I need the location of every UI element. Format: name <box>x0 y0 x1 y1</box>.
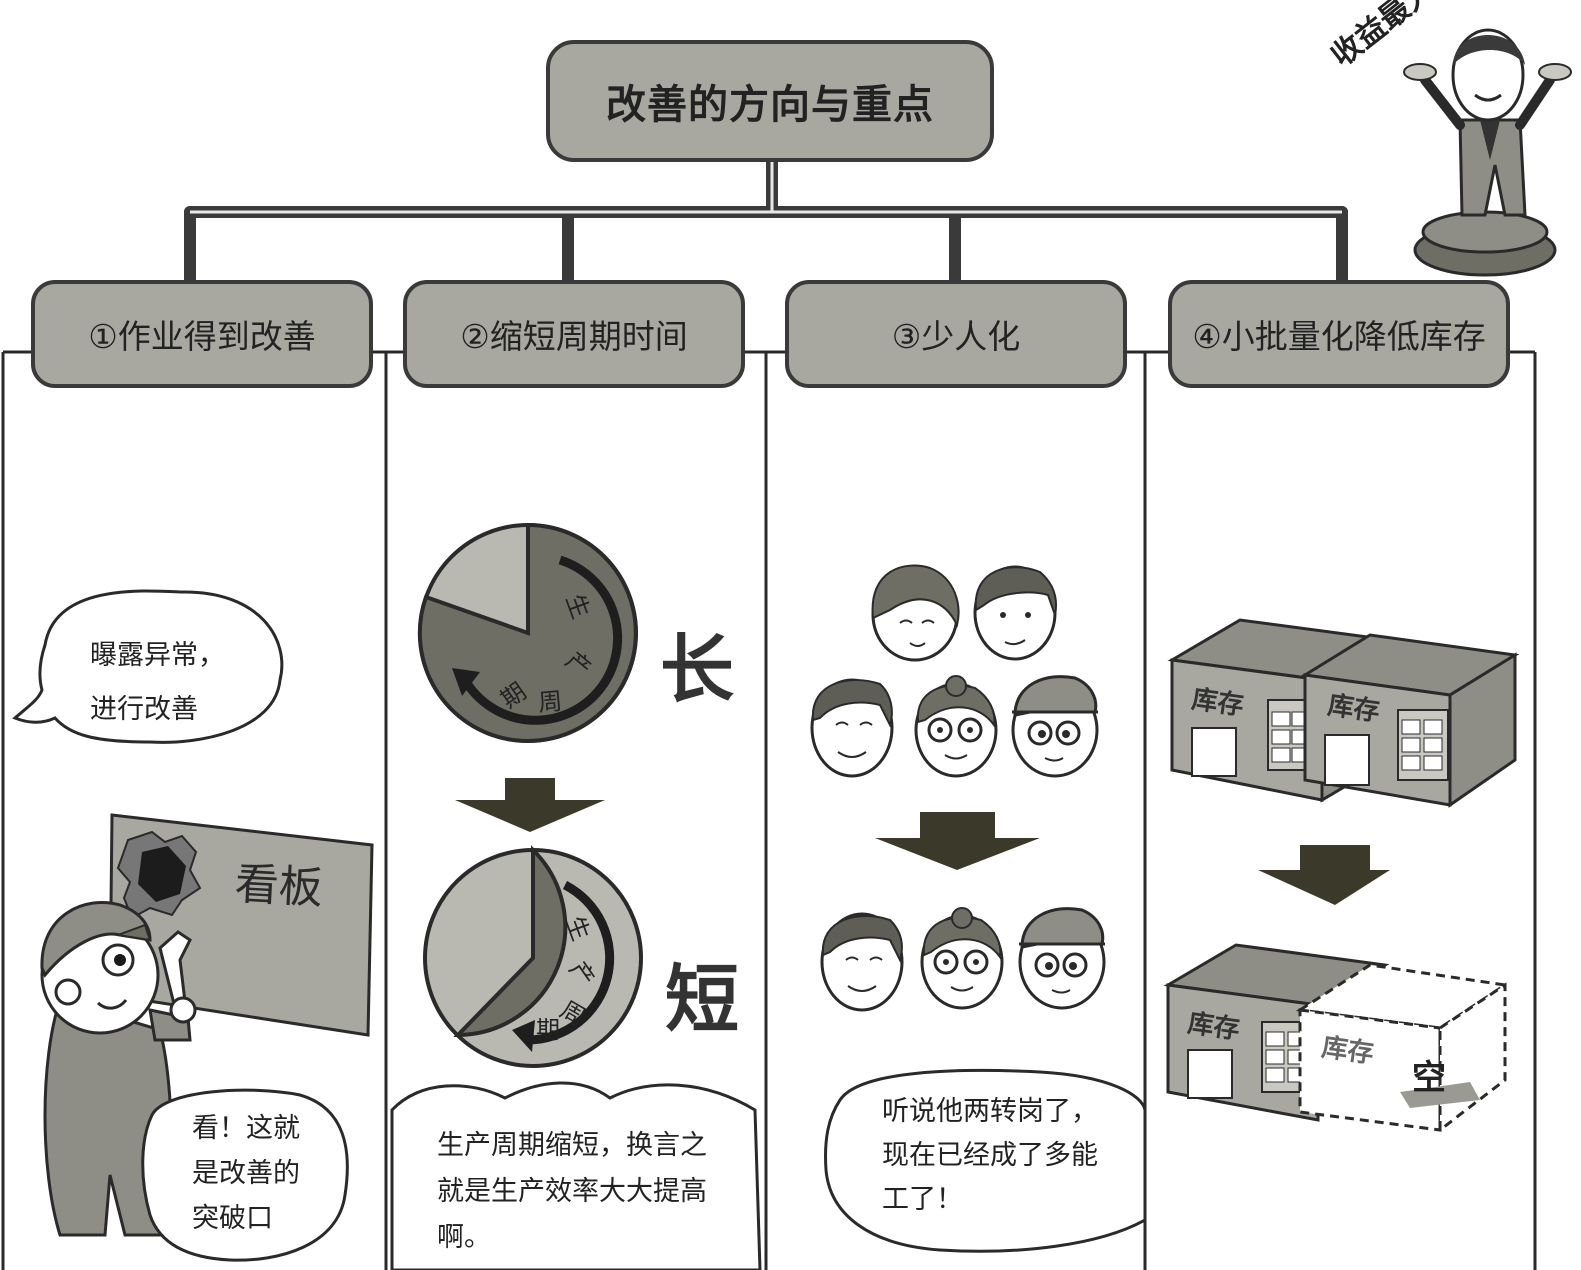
face-cap-icon <box>1011 675 1099 778</box>
category-shorten-cycle: ②缩短周期时间 <box>460 317 688 356</box>
cycle-pie-long <box>417 522 638 743</box>
bubble-bottom-line-1: 看！这就 <box>192 1113 300 1144</box>
warehouse-3-label: 库存 <box>1185 1008 1242 1046</box>
face-man1-icon <box>973 565 1058 661</box>
businessman-figure <box>1403 28 1572 277</box>
faces-before <box>810 564 1099 778</box>
face-glasses-after-icon <box>920 907 1004 1010</box>
face-woman-icon <box>871 564 960 662</box>
warehouse-1-label: 库存 <box>1189 684 1246 722</box>
panel2-caption-line-1: 生产周期缩短，换言之 <box>437 1130 707 1161</box>
title-box <box>546 40 994 162</box>
category-work-improvement: ①作业得到改善 <box>88 317 316 356</box>
kanban-board-label: 看板 <box>233 858 325 915</box>
panel2-caption-line-2: 就是生产效率大大提高 <box>437 1176 707 1207</box>
warehouse-full-2 <box>1300 633 1520 808</box>
down-arrow-panel3 <box>875 812 1040 870</box>
category-small-batch: ④小批量化降低库存 <box>1192 317 1486 356</box>
down-arrow-panel4 <box>1258 845 1390 905</box>
bubble-bottom-line-3: 突破口 <box>192 1203 273 1234</box>
label-long: 长 <box>660 627 734 713</box>
category-fewer-people: ③少人化 <box>891 317 1021 356</box>
face-man2-icon <box>810 678 894 778</box>
label-short: 短 <box>665 957 739 1043</box>
face-man2-after-icon <box>820 912 904 1012</box>
panel2-caption-line-3: 啊。 <box>437 1222 491 1253</box>
caption-cloud-panel2 <box>390 1081 762 1270</box>
faces-after <box>820 907 1106 1012</box>
warehouse-empty-label: 库存 <box>1319 1032 1376 1070</box>
category-boxes <box>31 280 1510 388</box>
bubble-bottom-line-2: 是改善的 <box>192 1158 300 1189</box>
empty-label: 空 <box>1412 1058 1446 1098</box>
panel3-caption-line-2: 现在已经成了多能 <box>882 1140 1098 1171</box>
bubble-top-line-2: 进行改善 <box>90 694 198 725</box>
page-title: 改善的方向与重点 <box>606 82 934 128</box>
panel3-caption-line-3: 工了！ <box>882 1184 963 1215</box>
warehouse-2-label: 库存 <box>1325 690 1382 728</box>
cycle-pie-short <box>423 845 643 1068</box>
speech-bubble-top <box>12 589 284 744</box>
down-arrow-panel2 <box>455 778 605 832</box>
face-glasses-icon <box>914 675 998 778</box>
panel3-caption-line-1: 听说他两转岗了， <box>882 1096 1098 1127</box>
speech-bubble-bottom <box>141 1088 349 1262</box>
face-cap-after-icon <box>1018 907 1106 1010</box>
cycle-short-char-4: 期 <box>536 1016 560 1044</box>
connector-lines <box>184 154 1348 288</box>
cycle-char-3: 周 <box>537 686 564 717</box>
speech-bubble-panel3 <box>824 1068 1147 1253</box>
bubble-top-line-1: 曝露异常， <box>90 640 225 671</box>
warehouse-full-3 <box>1163 943 1390 1122</box>
